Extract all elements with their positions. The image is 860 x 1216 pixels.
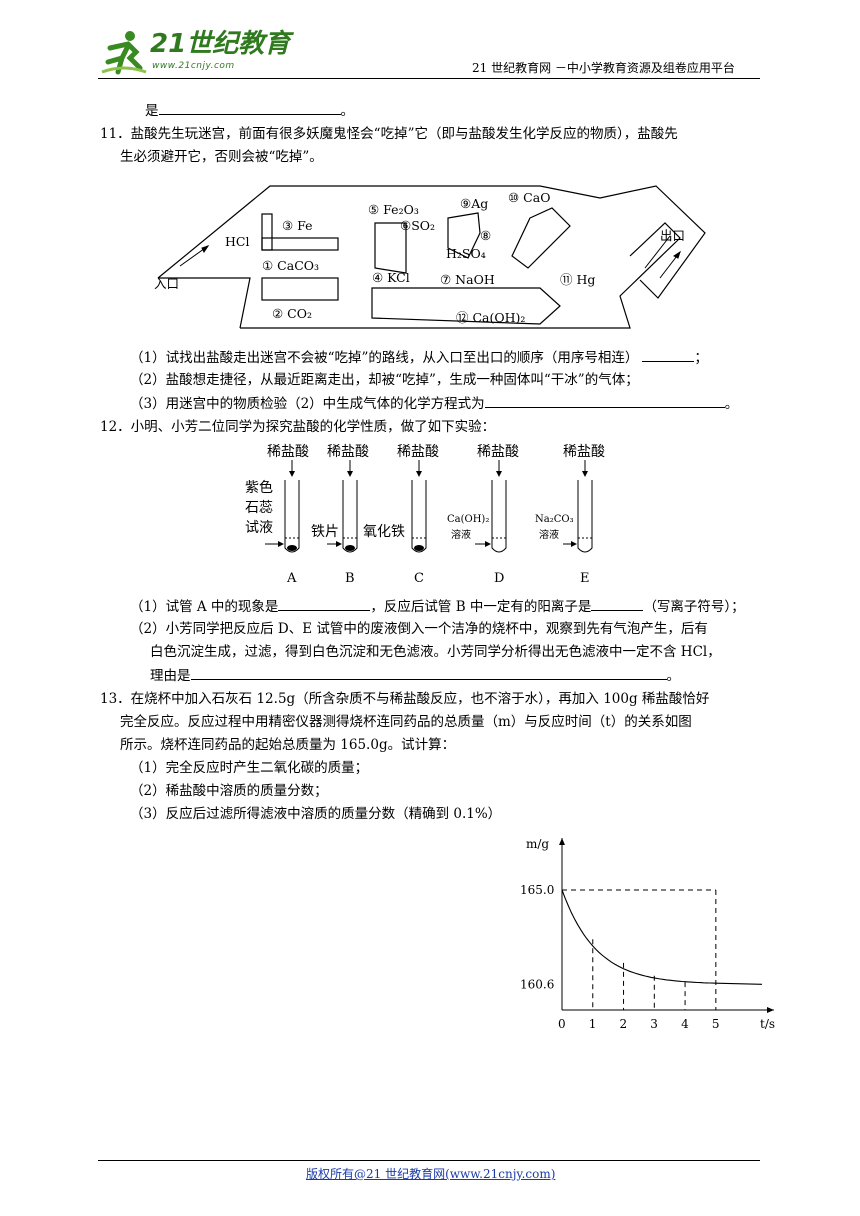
mass-time-chart: m/g t/s 0 1 2 3 4 5 165.0 160.6 — [520, 837, 775, 1031]
answer-blank[interactable] — [591, 596, 644, 611]
y-axis-arrow — [559, 838, 565, 845]
x-tick-label: 0 — [558, 1017, 566, 1031]
footer-copyright-link[interactable]: 版权所有@21 世纪教育网(www.21cnjy.com) — [306, 1167, 556, 1181]
maze-entrance-label: 入口 — [154, 276, 179, 291]
q11-text-2: 生必须避开它，否则会被“吃掉”。 — [120, 149, 323, 165]
tube-a-label-2: 石蕊 — [245, 500, 273, 516]
x-tick-label: 3 — [650, 1017, 658, 1031]
footer-rule — [98, 1160, 760, 1161]
maze-exit-label: 出口 — [660, 228, 685, 243]
y-tick-label: 165.0 — [520, 883, 554, 897]
acid-label-b: 稀盐酸 — [327, 444, 369, 460]
tube-c-label: 氧化铁 — [363, 524, 405, 540]
maze-item-co2: ② CO₂ — [272, 306, 312, 321]
tube-e-label-2: 溶液 — [539, 528, 559, 541]
acid-label-a: 稀盐酸 — [267, 444, 309, 460]
tube-b-label: 铁片 — [311, 524, 339, 540]
y-axis-label: m/g — [526, 837, 549, 851]
q12-sub2-3: 理由是。 — [150, 665, 680, 686]
header-rule — [98, 78, 760, 79]
header-site-text: 21 世纪教育网 －中小学教育资源及组卷应用平台 — [472, 61, 735, 75]
answer-blank[interactable] — [642, 347, 695, 362]
logo-subtitle: www.21cnjy.com — [152, 61, 235, 71]
maze-item-ag: ⑨Ag — [460, 196, 488, 211]
tube-letter-e: E — [580, 571, 590, 586]
q11-sub1: （1）试找出盐酸走出迷宫不会被“吃掉”的路线，从入口至出口的顺序（用序号相连）； — [130, 347, 708, 368]
acid-labels: 稀盐酸 稀盐酸 稀盐酸 稀盐酸 稀盐酸 — [267, 444, 605, 460]
q12-sub2-1: （2）小芳同学把反应后 D、E 试管中的废液倒入一个洁净的烧杯中，观察到先有气泡… — [130, 621, 708, 637]
q11-sub2: （2）盐酸想走捷径，从最近距离走出，却被“吃掉”，生成一种固体叫“干冰”的气体； — [130, 372, 639, 388]
acid-label-c: 稀盐酸 — [397, 444, 439, 460]
x-axis-label: t/s — [760, 1017, 775, 1031]
answer-blank[interactable] — [158, 100, 341, 115]
tube-d-label-2: 溶液 — [451, 528, 471, 541]
acid-label-d: 稀盐酸 — [477, 444, 519, 460]
answer-blank[interactable] — [278, 596, 371, 611]
maze-item-kcl: ④ KCl — [372, 270, 410, 285]
maze-item-caco3: ① CaCO₃ — [262, 258, 319, 273]
maze-item-cao: ⑩ CaO — [508, 190, 550, 205]
maze-item-fe2o3: ⑤ Fe₂O₃ — [368, 202, 419, 217]
q11-sub3: （3）用迷宫中的物质检验（2）中生成气体的化学方程式为。 — [130, 393, 738, 414]
maze-item-8: ⑧ — [480, 228, 491, 243]
x-axis-arrow — [767, 1007, 774, 1013]
tube-a-label-3: 试液 — [245, 520, 273, 536]
tube-letter-b: B — [345, 571, 355, 586]
q12-text-1: 12．小明、小芳二位同学为探究盐酸的化学性质，做了如下实验： — [100, 419, 496, 435]
answer-blank[interactable] — [190, 665, 667, 680]
q13-sub1: （1）完全反应时产生二氧化碳的质量； — [130, 760, 369, 776]
maze-item-h2so4: H₂SO₄ — [446, 246, 486, 261]
maze-diagram: 入口 出口 HCl ③ Fe ① CaCO₃ ② CO₂ ⑤ Fe₂O₃ ⑥SO… — [154, 185, 706, 329]
x-tick-label: 4 — [681, 1017, 689, 1031]
q13-sub2: （2）稀盐酸中溶质的质量分数； — [130, 783, 328, 799]
acid-label-e: 稀盐酸 — [563, 444, 605, 460]
answer-blank[interactable] — [484, 393, 725, 408]
mass-curve — [561, 889, 763, 985]
q13-text-1: 13．在烧杯中加入石灰石 12.5g（所含杂质不与稀盐酸反应，也不溶于水），再加… — [100, 691, 710, 707]
maze-item-hg: ⑪ Hg — [560, 272, 595, 287]
q11-text-1: 11．盐酸先生玩迷宫，前面有很多妖魔鬼怪会“吃掉”它（即与盐酸发生化学反应的物质… — [100, 126, 678, 142]
logo-text: 21世纪教育 — [150, 29, 291, 59]
tube-letter-c: C — [414, 571, 424, 586]
tube-letter-a: A — [286, 571, 297, 586]
q12-sub1: （1）试管 A 中的现象是，反应后试管 B 中一定有的阳离子是（写离子符号）； — [130, 596, 745, 617]
x-tick-label: 5 — [712, 1017, 720, 1031]
tube-d-label-1: Ca(OH)₂ — [447, 514, 489, 525]
maze-item-caoh2: ⑫ Ca(OH)₂ — [456, 310, 525, 325]
tube-letter-d: D — [494, 571, 504, 586]
q13-text-2: 完全反应。反应过程中用精密仪器测得烧杯连同药品的总质量（m）与反应时间（t）的关… — [120, 714, 692, 730]
tube-a-label-1: 紫色 — [245, 479, 273, 496]
y-tick-label: 160.6 — [520, 977, 554, 991]
x-tick-label: 1 — [589, 1017, 597, 1031]
answer-line-0: 是。 — [145, 100, 354, 121]
maze-item-naoh: ⑦ NaOH — [440, 272, 495, 287]
maze-item-so2: ⑥SO₂ — [400, 218, 435, 233]
maze-item-fe: ③ Fe — [282, 218, 313, 233]
x-tick-label: 2 — [620, 1017, 628, 1031]
maze-labels: 入口 出口 HCl ③ Fe ① CaCO₃ ② CO₂ ⑤ Fe₂O₃ ⑥SO… — [154, 190, 685, 325]
runner-logo-icon — [101, 31, 147, 75]
q13-sub3: （3）反应后过滤所得滤液中溶质的质量分数（精确到 0.1%） — [130, 806, 502, 822]
maze-hcl-label: HCl — [225, 234, 249, 249]
test-tubes-diagram: 稀盐酸 稀盐酸 稀盐酸 稀盐酸 稀盐酸 紫色 石蕊 试液 铁片 氧化铁 — [245, 444, 605, 586]
q12-sub2-2: 白色沉淀生成，过滤，得到白色沉淀和无色滤液。小芳同学分析得出无色滤液中一定不含 … — [150, 644, 721, 660]
tube-e-label-1: Na₂CO₃ — [535, 514, 574, 525]
q13-text-3: 所示。烧杯连同药品的起始总质量为 165.0g。试计算： — [120, 737, 456, 753]
